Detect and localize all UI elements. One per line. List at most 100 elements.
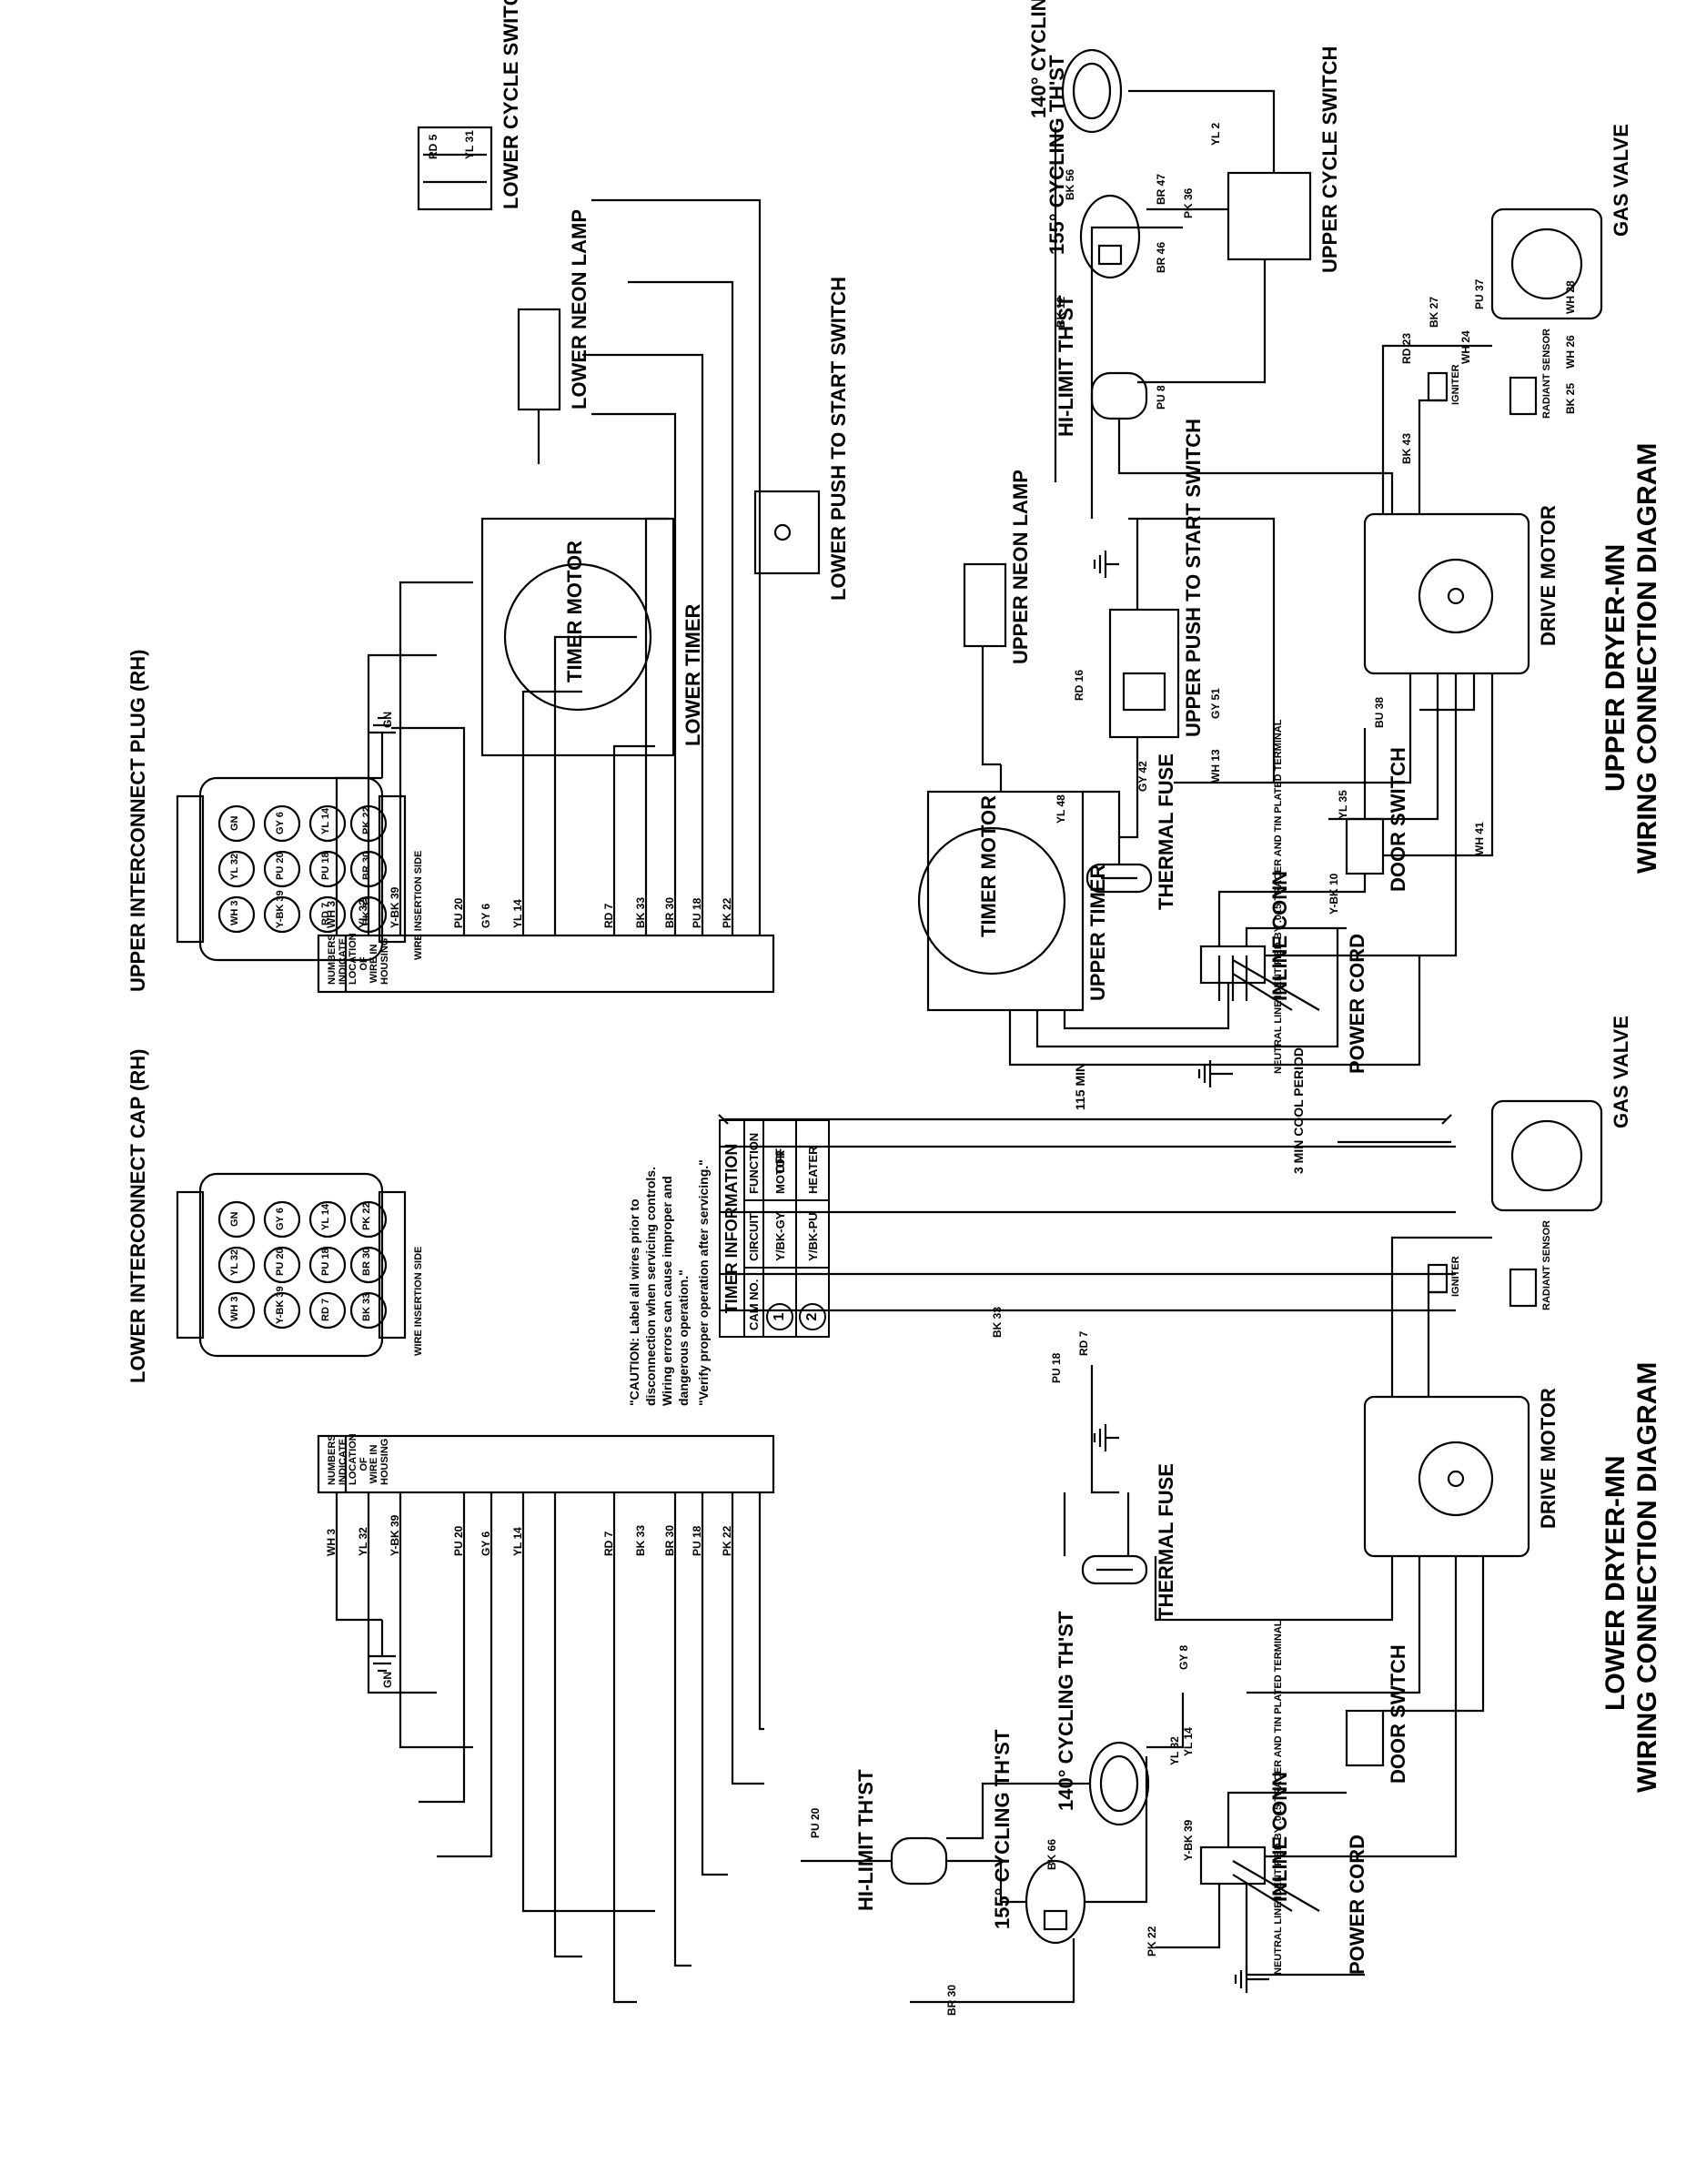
wire-tag: GY 51: [1209, 688, 1222, 719]
lower-push-start: [753, 490, 821, 575]
wire-tag: BU 38: [1373, 696, 1386, 728]
cam-num: 2: [796, 1267, 829, 1337]
lower-cap-pins: [217, 1200, 388, 1330]
lower-neutral-note: NEUTRAL LINE IDENTIFIED BY .015 TRACER A…: [1273, 1620, 1284, 1975]
lower-hi-limit: [890, 1836, 948, 1886]
caution-line-5: "Verify proper operation after servicing…: [696, 1159, 711, 1406]
plug-pin-label: RD 7: [320, 902, 331, 925]
wire-tag: BR 46: [1155, 241, 1167, 273]
cap-pin-label: YL 14: [320, 1203, 331, 1230]
upper-neutral-note: NEUTRAL LINE IDENTIFIED BY .015 TRACER A…: [1273, 719, 1284, 1074]
lower-gas-valve: [1490, 1099, 1603, 1212]
upper-wire-7: [521, 690, 582, 935]
upper-housing-wire-label: PU 18: [691, 897, 703, 928]
upper-timer-label: UPPER TIMER: [1086, 864, 1109, 1001]
lower-drive-label: DRIVE MOTOR: [1537, 1388, 1560, 1529]
cap-pin-label: GY 6: [275, 1208, 286, 1230]
wire-tag: GY 8: [1177, 1644, 1190, 1670]
cap-pin-label: PU 18: [320, 1248, 331, 1276]
plug-pin-label: BK 33: [361, 896, 372, 925]
lower-140-thst: [1088, 1741, 1150, 1826]
upper-cycle-switch-2: [1227, 171, 1312, 261]
cap-pin-label: BR 30: [361, 1247, 372, 1276]
col-cam: CAM NO.: [744, 1267, 763, 1337]
lower-cap-title: LOWER INTERCONNECT CAP (RH): [126, 1048, 149, 1383]
timer-cool-label: 3 MIN COOL PERIOD: [1291, 1047, 1306, 1174]
upper-plug-insertion: WIRE INSERTION SIDE: [413, 850, 424, 960]
wire-tag: Y-BK 10: [1328, 873, 1340, 915]
wire-tag: WH 41: [1473, 822, 1486, 855]
plug-pin-label: WH 3: [229, 900, 240, 926]
wire-tag: RD 16: [1073, 669, 1085, 701]
cap-pin-label: PK 22: [361, 1202, 372, 1230]
lower-timer-motor-label: TIMER MOTOR: [563, 540, 586, 682]
lower-inline-conn: [1199, 1845, 1267, 1886]
wire-tag: YL 35: [1337, 790, 1349, 819]
wire-tag: RD 5: [427, 134, 439, 159]
lower-ground-label: GN: [381, 1672, 394, 1688]
upper-housing-wire-label: Y-BK 39: [389, 886, 401, 928]
lower-drive-motor: [1363, 1395, 1530, 1558]
upper-ground-label: GN: [381, 712, 394, 728]
lower-subtitle: WIRING CONNECTION DIAGRAM: [1632, 1361, 1662, 1793]
wire-tag: YL 48: [1055, 794, 1067, 824]
lower-housing-wire-label: RD 7: [602, 1531, 615, 1556]
lower-155-label: 155° CYCLING TH'ST: [991, 1729, 1014, 1929]
lower-housing-wire-label: BK 33: [634, 1524, 647, 1556]
upper-gas-valve-label: GAS VALVE: [1610, 124, 1632, 237]
cap-pin-label: RD 7: [320, 1298, 331, 1321]
lower-140-label: 140° CYCLING TH'ST: [1055, 1611, 1077, 1811]
upper-power-cord: [1217, 956, 1248, 1001]
lower-neon-lamp-label: LOWER NEON LAMP: [568, 209, 591, 410]
col-function: FUNCTION: [744, 1120, 763, 1200]
plug-pin-label: YL 14: [320, 807, 331, 834]
col-circuit: CIRCUIT: [744, 1199, 763, 1268]
lower-housing-wire-label: GY 6: [480, 1531, 492, 1556]
lower-power-cord-label: POWER CORD: [1346, 1835, 1368, 1975]
lower-thermal-fuse: [1081, 1554, 1148, 1585]
upper-140-thst: [1061, 48, 1123, 134]
plug-pin-label: PK 22: [361, 806, 372, 834]
wire-tag: PU 8: [1155, 385, 1167, 410]
upper-timer-motor: [917, 826, 1066, 976]
wire-tag: YL 2: [1209, 122, 1222, 146]
wire-tag: WH 13: [1209, 749, 1222, 783]
lower-door-switch: [1345, 1709, 1385, 1767]
wire-tag: BK 25: [1564, 382, 1577, 414]
cam-num: 1: [763, 1267, 796, 1337]
lower-title: LOWER DRYER-MN: [1600, 1455, 1630, 1711]
lower-housing-wire-label: YL 14: [511, 1527, 524, 1556]
upper-wire-14: [628, 280, 734, 935]
upper-plug-body: [198, 776, 384, 962]
plug-pin-label: GY 6: [275, 812, 286, 834]
wire-tag: PU 18: [1050, 1352, 1063, 1383]
upper-plug-pins: [217, 804, 388, 934]
wire-tag: WH 26: [1564, 335, 1577, 369]
wire-tag: WH 24: [1459, 330, 1472, 364]
lower-cap-insertion: WIRE INSERTION SIDE: [413, 1246, 424, 1356]
lower-door-label: DOOR SWTCH: [1387, 1644, 1409, 1784]
plug-pin-label: YL 32: [229, 853, 240, 880]
cap-pin-label: WH 3: [229, 1296, 240, 1322]
lower-timer-box: [480, 517, 675, 757]
timer-span-label: 115 MIN: [1073, 1062, 1087, 1110]
timer-off-label: OFF: [772, 1148, 787, 1174]
cap-pin-label: YL 32: [229, 1249, 240, 1276]
wire-tag: RD 7: [1077, 1330, 1090, 1356]
lower-cap-body: [198, 1172, 384, 1358]
upper-radiant-label: RADIANT SENSOR: [1541, 328, 1552, 419]
wire-tag: PK 22: [1146, 1926, 1158, 1956]
upper-igniter: [1427, 371, 1449, 402]
lower-radiant-label: RADIANT SENSOR: [1541, 1219, 1552, 1310]
plug-pin-label: GN: [229, 815, 240, 832]
upper-155-thst: [1079, 194, 1141, 279]
upper-housing-header: NUMBERS INDICATE LOCATION OF WIRE IN HOU…: [327, 933, 390, 985]
lower-housing-strip: [317, 1434, 775, 1494]
cap-pin-label: GN: [229, 1211, 240, 1228]
upper-cycle-switch: [417, 126, 493, 211]
upper-housing-wire-label: BR 30: [663, 896, 676, 928]
lower-push-start-label: LOWER PUSH TO START SWITCH: [827, 276, 850, 601]
lower-gas-valve-label: GAS VALVE: [1610, 1016, 1632, 1128]
